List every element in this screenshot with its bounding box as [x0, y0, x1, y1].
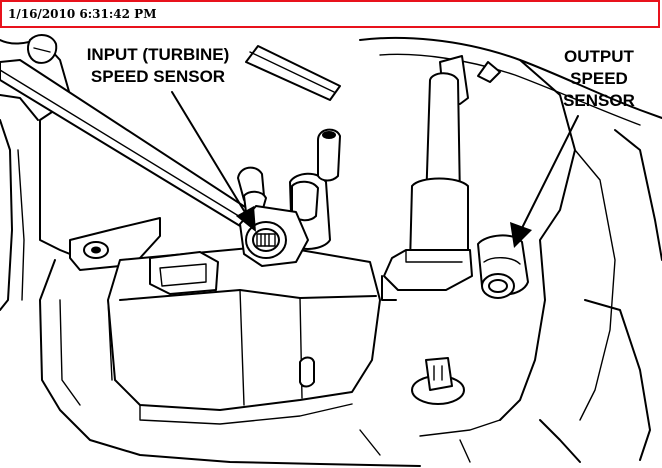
output-sensor-label-line2: SPEED [570, 69, 628, 88]
transmission-diagram: INPUT (TURBINE) SPEED SENSOR OUTPUT SPEE… [0, 34, 662, 467]
input-speed-sensor [237, 128, 341, 267]
electrical-connector [411, 357, 465, 405]
output-shaft-column [381, 55, 501, 301]
timestamp-label: 1/16/2010 6:31:42 PM [8, 7, 157, 21]
valve-body [107, 247, 381, 425]
input-sensor-label-line1: INPUT (TURBINE) [87, 45, 230, 64]
input-sensor-leader [171, 91, 256, 232]
timestamp-bar: 1/16/2010 6:31:42 PM [0, 0, 660, 28]
top-plate [245, 45, 341, 101]
output-sensor-label-line1: OUTPUT [564, 47, 635, 66]
input-sensor-label-line2: SPEED SENSOR [91, 67, 225, 86]
output-sensor-label-line3: SENSOR [563, 91, 635, 110]
transmission-case [0, 36, 662, 467]
output-speed-sensor [477, 234, 529, 299]
output-sensor-leader [510, 115, 579, 248]
